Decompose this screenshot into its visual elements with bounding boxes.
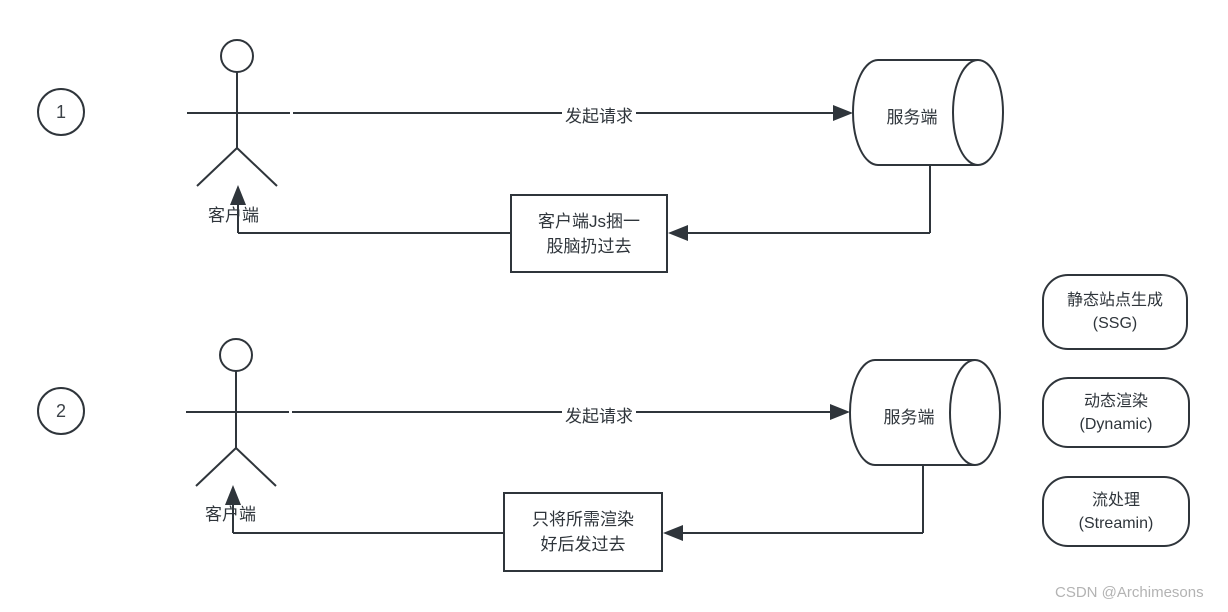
flow1-server-label: 服务端 xyxy=(883,103,941,128)
flow1-request-label: 发起请求 xyxy=(562,102,636,127)
flow1-client-label: 客户端 xyxy=(208,206,259,225)
flow2-step-number-text: 2 xyxy=(55,400,66,421)
legend-pill-streaming: 流处理 (Streamin) xyxy=(1042,476,1190,547)
flow1-step-number-text: 1 xyxy=(55,101,66,122)
flow1-response-path xyxy=(230,165,931,241)
flow2-response-line2: 好后发过去 xyxy=(540,535,626,554)
flow2-response-path xyxy=(225,465,924,541)
flow1-response-line1: 客户端Js捆一 xyxy=(538,211,640,231)
flow2-request-label: 发起请求 xyxy=(562,402,636,427)
legend-streaming-line1: 流处理 xyxy=(1091,491,1140,509)
legend-ssg-line1: 静态站点生成 xyxy=(1066,292,1163,309)
watermark-text: CSDN @Archimesons xyxy=(1055,584,1204,601)
legend-dynamic-line1: 动态渲染 xyxy=(1083,392,1148,410)
flow1-step-number: 1 xyxy=(37,88,85,136)
flow1-response-box: 客户端Js捆一 股脑扔过去 xyxy=(510,194,668,273)
legend-streaming-line2: (Streamin) xyxy=(1078,514,1154,532)
legend-dynamic-line2: (Dynamic) xyxy=(1079,415,1153,433)
flow2-client-actor-icon xyxy=(186,338,289,487)
legend-ssg-line2: (SSG) xyxy=(1092,315,1138,332)
legend-pill-dynamic: 动态渲染 (Dynamic) xyxy=(1042,377,1190,448)
flow2-response-box: 只将所需渲染 好后发过去 xyxy=(503,492,663,572)
flow1-response-line2: 股脑扔过去 xyxy=(546,236,632,256)
flow1-client-actor-icon xyxy=(187,39,290,187)
flow2-server-label: 服务端 xyxy=(880,403,938,428)
flow2-client-label: 客户端 xyxy=(205,505,256,524)
flow2-response-line1: 只将所需渲染 xyxy=(532,510,634,529)
flow2-step-number: 2 xyxy=(37,387,85,435)
legend-pill-ssg: 静态站点生成 (SSG) xyxy=(1042,274,1188,350)
